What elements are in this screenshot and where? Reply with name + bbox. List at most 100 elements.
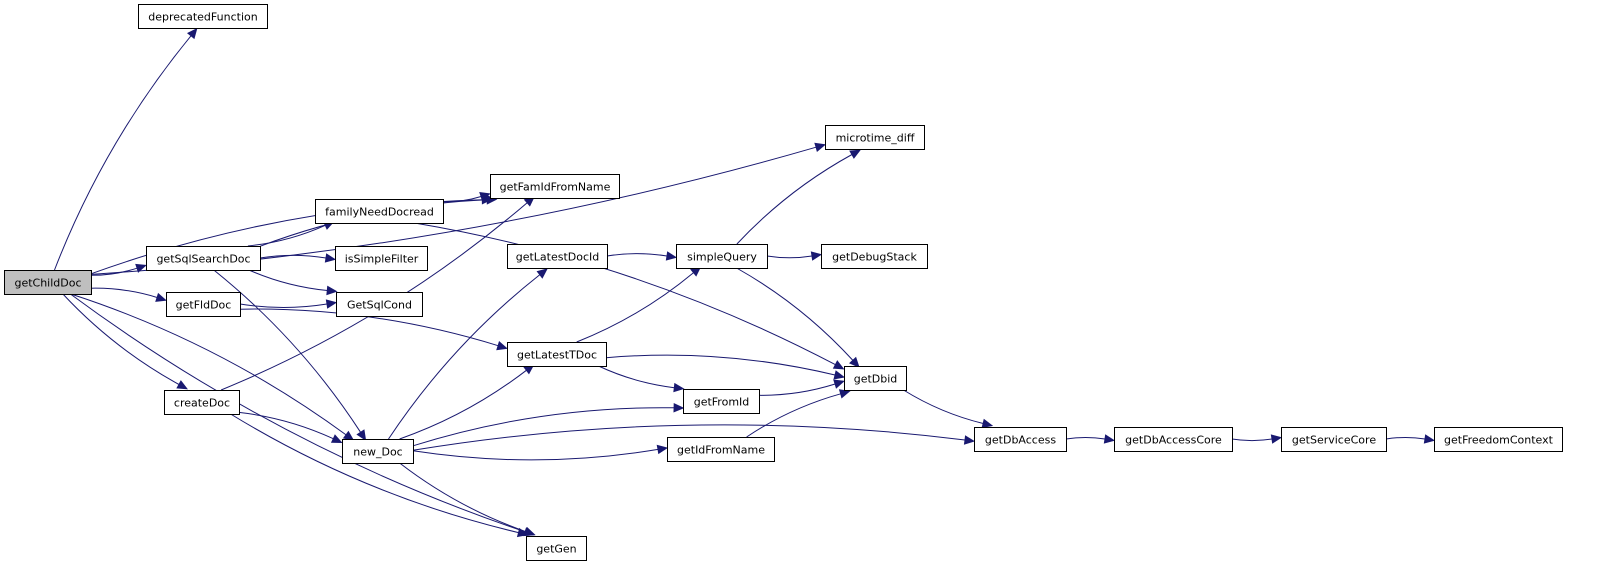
node-box (683, 389, 760, 414)
edge-getFromId-to-getDbid (758, 383, 836, 396)
edge-getDbAccess-to-getDbAccessCore (1065, 436, 1106, 440)
arrowhead-getFldDoc-to-getLatestTDoc (496, 341, 508, 351)
node-label: getDbAccess (985, 434, 1056, 447)
node-getFldDoc[interactable]: getFldDoc (166, 292, 241, 317)
edge-getLatestTDoc-to-simpleQuery (576, 272, 694, 343)
node-label: deprecatedFunction (148, 11, 257, 24)
edge-getChildDoc-to-getGen (70, 293, 526, 533)
arrowhead-getFldDoc-to-GetSqlCond (325, 299, 338, 309)
node-box (315, 199, 444, 224)
edge-familyNeedDocread-to-getDbid (414, 222, 836, 366)
node-getFromId[interactable]: getFromId (683, 389, 760, 414)
node-getDbAccess[interactable]: getDbAccess (974, 427, 1067, 452)
node-box (164, 390, 240, 415)
node-getServiceCore[interactable]: getServiceCore (1281, 427, 1387, 452)
arrowhead-simpleQuery-to-getDbid (848, 356, 860, 368)
node-simpleQuery[interactable]: simpleQuery (676, 244, 768, 269)
node-createDoc[interactable]: createDoc (164, 390, 240, 415)
node-label: microtime_diff (836, 132, 915, 145)
node-getDebugStack[interactable]: getDebugStack (821, 244, 928, 269)
arrowhead-simpleQuery-to-getDebugStack (810, 251, 823, 261)
edge-getLatestDocId-to-simpleQuery (606, 253, 668, 257)
node-getLatestTDoc[interactable]: getLatestTDoc (507, 342, 607, 367)
node-getIdFromName[interactable]: getIdFromName (667, 437, 775, 462)
arrowhead-new_Doc-to-getLatestDocId (536, 268, 548, 279)
node-label: getFromId (694, 396, 750, 409)
edge-new_Doc-to-getFromId (412, 407, 675, 447)
node-box (4, 270, 92, 295)
edge-simpleQuery-to-getDebugStack (766, 255, 813, 259)
edges-layer (54, 27, 1436, 538)
node-getFamIdFromName[interactable]: getFamIdFromName (490, 174, 620, 199)
edge-getLatestTDoc-to-getFromId (598, 365, 675, 389)
node-box (146, 246, 261, 271)
edge-new_Doc-to-getIdFromName (412, 448, 659, 461)
edge-getLatestTDoc-to-getDbid (605, 354, 836, 376)
node-box (138, 4, 268, 29)
arrowhead-getSqlSearchDoc-to-new_Doc (356, 429, 367, 441)
node-box (335, 246, 428, 271)
node-box (166, 292, 241, 317)
node-box (1434, 427, 1563, 452)
edge-simpleQuery-to-getDbid (736, 267, 854, 361)
node-label: getSqlSearchDoc (156, 253, 250, 266)
edge-getIdFromName-to-getDbid (746, 393, 841, 438)
arrowhead-new_Doc-to-getDbAccess (963, 435, 976, 445)
node-getDbAccessCore[interactable]: getDbAccessCore (1114, 427, 1233, 452)
node-box (676, 244, 768, 269)
arrowhead-getDbAccessCore-to-getServiceCore (1270, 434, 1283, 444)
node-label: getLatestDocId (516, 251, 600, 264)
node-label: getDebugStack (832, 251, 917, 264)
node-isSimpleFilter[interactable]: isSimpleFilter (335, 246, 428, 271)
node-label: getFldDoc (176, 299, 232, 312)
edge-getChildDoc-to-createDoc (62, 293, 180, 385)
arrowhead-getChildDoc-to-deprecatedFunction (186, 27, 198, 40)
node-new_Doc[interactable]: new_Doc (342, 439, 414, 464)
arrowhead-new_Doc-to-getIdFromName (656, 444, 669, 455)
node-label: getServiceCore (1292, 434, 1376, 447)
arrowhead-getChildDoc-to-microtime_diff (814, 142, 826, 152)
node-label: createDoc (174, 397, 230, 410)
arrowhead-getDbid-to-getDbAccess (981, 418, 994, 429)
node-deprecatedFunction[interactable]: deprecatedFunction (138, 4, 268, 29)
node-box (336, 292, 423, 317)
edge-getSqlSearchDoc-to-familyNeedDocread (247, 224, 326, 247)
edge-getSqlSearchDoc-to-GetSqlCond (248, 269, 328, 291)
node-box (526, 536, 587, 561)
node-label: getDbAccessCore (1125, 434, 1222, 447)
node-familyNeedDocread[interactable]: familyNeedDocread (315, 199, 444, 224)
arrowhead-new_Doc-to-getFromId (673, 403, 685, 413)
node-getDbid[interactable]: getDbid (844, 366, 907, 391)
arrowhead-getSqlSearchDoc-to-isSimpleFilter (324, 253, 337, 263)
arrowhead-simpleQuery-to-microtime_diff (849, 149, 861, 159)
arrowhead-getChildDoc-to-getSqlSearchDoc (135, 263, 147, 273)
arrowhead-familyNeedDocread-to-getDbid (832, 360, 845, 370)
node-label: getDbid (854, 373, 898, 386)
node-getSqlSearchDoc[interactable]: getSqlSearchDoc (146, 246, 261, 271)
node-box (974, 427, 1067, 452)
node-label: getFreedomContext (1444, 434, 1554, 447)
node-box (844, 366, 907, 391)
node-getLatestDocId[interactable]: getLatestDocId (507, 244, 608, 269)
node-label: getChildDoc (14, 277, 81, 290)
arrowhead-getLatestTDoc-to-getDbid (833, 370, 845, 380)
node-getGen[interactable]: getGen (526, 536, 587, 561)
node-getChildDoc[interactable]: getChildDoc (4, 270, 92, 295)
node-getFreedomContext[interactable]: getFreedomContext (1434, 427, 1563, 452)
arrowhead-getSqlSearchDoc-to-GetSqlCond (326, 285, 338, 296)
node-microtime_diff[interactable]: microtime_diff (825, 125, 925, 150)
arrowhead-new_Doc-to-getGen (523, 527, 536, 537)
edge-getFldDoc-to-GetSqlCond (239, 303, 328, 308)
node-box (507, 244, 608, 269)
edge-new_Doc-to-getDbAccess (412, 424, 966, 451)
arrowhead-createDoc-to-new_Doc (330, 434, 343, 444)
edge-getServiceCore-to-getFreedomContext (1385, 436, 1426, 440)
edge-getChildDoc-to-deprecatedFunction (54, 35, 192, 271)
node-GetSqlCond[interactable]: GetSqlCond (336, 292, 423, 317)
nodes-layer: getChildDoc deprecatedFunction microtime_d… (4, 4, 1563, 561)
arrowhead-getIdFromName-to-getDbid (838, 389, 851, 399)
edge-getChildDoc-to-getFldDoc (90, 287, 158, 298)
edge-getFldDoc-to-getLatestTDoc (239, 308, 499, 347)
node-label: GetSqlCond (347, 299, 412, 312)
